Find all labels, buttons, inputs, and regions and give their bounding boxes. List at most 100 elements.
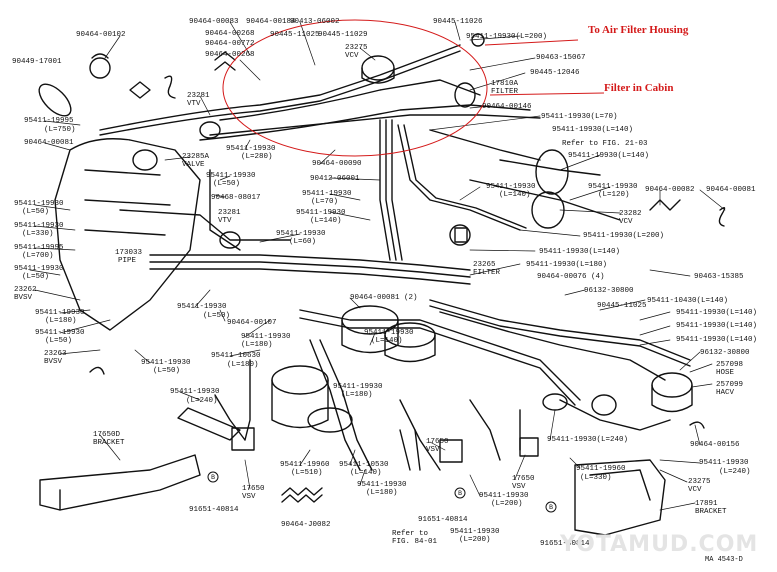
- part-label-p23285A: 23285A: [182, 153, 210, 161]
- part-label-l180b: (L=180): [45, 317, 77, 325]
- part-label-p90464-00076: 90464-00076 (4): [537, 273, 605, 281]
- bracket-left: [39, 454, 201, 511]
- part-label-p95411-19930-200d: 95411-19930: [450, 528, 500, 536]
- part-label-refer84b: FIG. 84-01: [392, 538, 438, 546]
- part-label-p95411-19960-330: 95411-19960: [576, 465, 626, 473]
- part-label-l200d: (L=200): [459, 536, 491, 544]
- part-label-p90464-00090: 90464-00090: [312, 160, 362, 168]
- part-label-p91651-40814c: 91651-40814: [540, 540, 590, 548]
- svg-text:B: B: [549, 504, 553, 511]
- annotation-filter-in-cabin: Filter in Cabin: [604, 82, 674, 94]
- part-label-l240a: (L=240): [186, 397, 218, 405]
- part-label-p23282: 23282: [619, 210, 642, 218]
- part-label-filter2: FILTER: [473, 269, 501, 277]
- part-label-vsv1: VSV: [426, 446, 440, 454]
- part-label-bracket2: BRACKET: [695, 508, 727, 516]
- part-label-l50a: (L=50): [213, 180, 241, 188]
- part-label-bvsv2: BVSV: [44, 358, 63, 366]
- part-label-p95411-19930-140e: 95411-19930(L=140): [539, 248, 621, 256]
- part-label-p95411-19930-140f: 95411-19930(L=140): [676, 309, 758, 317]
- part-label-l510: (L=510): [291, 469, 323, 477]
- part-label-p17810A: 17810A: [491, 80, 519, 88]
- part-label-pipe1: PIPE: [118, 257, 137, 265]
- part-label-p90449-17001: 90449-17001: [12, 58, 62, 66]
- drawing-code: MA 4543-D: [705, 556, 743, 564]
- part-label-vcv3: VCV: [688, 486, 702, 494]
- part-label-p257099: 257099: [716, 381, 744, 389]
- part-label-p90464-00146: 90464-00146: [482, 103, 532, 111]
- part-label-l60: (L=60): [289, 238, 317, 246]
- part-label-p95411-19930-140a: 95411-19930(L=140): [552, 126, 634, 134]
- engine-block-left: [54, 138, 201, 331]
- part-label-p23281b: 23281: [218, 209, 241, 217]
- part-label-l50d: (L=50): [203, 312, 231, 320]
- part-label-p90464-J0082: 90464-J0082: [281, 521, 331, 529]
- highlight-ellipse: [222, 19, 488, 157]
- part-label-p95411-19930-180f: 95411-19930: [357, 481, 407, 489]
- part-label-l180f: (L=180): [366, 489, 398, 497]
- part-label-l70b: (L=70): [311, 198, 339, 206]
- svg-text:B: B: [211, 474, 215, 481]
- part-label-p23275b: 23275: [688, 478, 711, 486]
- bracket-right: [574, 459, 666, 536]
- part-label-p95411-19930-140i: 95411-19930(L=140): [676, 336, 758, 344]
- part-label-p96132-30800a: 96132-30800: [584, 287, 634, 295]
- part-label-p95411-10530: 95411-10530: [339, 461, 389, 469]
- watermark: YOTAMUD.COM: [560, 532, 759, 557]
- part-label-p95411-19930-140b: 95411-19930(L=140): [568, 152, 650, 160]
- part-label-p95411-10630: 95411-10630: [211, 352, 261, 360]
- part-label-p95411-19930-280: 95411-19930: [226, 145, 276, 153]
- part-label-p90445-11025a: 90445-11025: [270, 31, 320, 39]
- vsv-left: [177, 407, 241, 441]
- part-label-p95411-19930-70b: 95411-19930: [302, 190, 352, 198]
- part-label-p23263: 23263: [44, 350, 67, 358]
- part-label-p95411-19930-50f: 95411-19930: [141, 359, 191, 367]
- filter-cylinder: [38, 83, 72, 117]
- vacuum-chamber-c: [271, 365, 329, 395]
- part-label-vtv2: VTV: [218, 217, 232, 225]
- part-label-l50f: (L=50): [153, 367, 181, 375]
- part-label-p95411-19930-180c: 95411-19930: [241, 333, 291, 341]
- part-label-p90464-00772: 90464-00772: [205, 40, 255, 48]
- part-label-p95411-19930-180e: 95411-19930: [333, 383, 383, 391]
- part-label-p95411-19930-180a: 95411-19930(L=180): [526, 261, 608, 269]
- hacv: [651, 372, 693, 398]
- part-label-l50e: (L=50): [45, 337, 73, 345]
- part-label-vsv2: VSV: [512, 483, 526, 491]
- part-label-p90468-08017: 90468-08017: [211, 194, 261, 202]
- part-label-p95411-19930-200a: 95411-19930(L=200): [466, 33, 548, 41]
- part-label-p17650b: 17650: [512, 475, 535, 483]
- part-label-l700: (L=700): [22, 252, 54, 260]
- part-label-p95411-19930-200c: 95411-19930: [479, 492, 529, 500]
- part-label-l240c: (L=240): [719, 468, 751, 476]
- part-label-p95411-19930-140h: 95411-19930: [364, 329, 414, 337]
- part-label-l50c: (L=50): [22, 273, 50, 281]
- part-label-l180d: (L=180): [227, 361, 259, 369]
- part-label-p95411-19930-140c: 95411-19930: [486, 183, 536, 191]
- part-label-p95411-19930-240b: 95411-19930(L=240): [547, 436, 629, 444]
- part-label-l140h: (L=140): [371, 337, 403, 345]
- part-label-p95411-19930-50c: 95411-19930: [14, 265, 64, 273]
- part-label-hose1: HOSE: [716, 369, 735, 377]
- part-label-p23275a: 23275: [345, 44, 368, 52]
- part-label-p90463-15067: 90463-15067: [536, 54, 586, 62]
- part-label-l140j: (L=140): [350, 469, 382, 477]
- part-label-vcv1: VCV: [345, 52, 359, 60]
- upper-hose-bundle: [99, 44, 461, 131]
- part-label-p95411-19960-510: 95411-19960: [280, 461, 330, 469]
- part-label-p90445-11029: 90445-11029: [318, 31, 368, 39]
- part-label-p23281a: 23281: [187, 92, 210, 100]
- part-label-p95411-19930-50e: 95411-19930: [35, 329, 85, 337]
- part-label-p90464-00081a: 90464-00081: [24, 139, 74, 147]
- part-label-p95411-10430-140: 95411-10430(L=140): [647, 297, 729, 305]
- pointer-cabin-filter: [489, 92, 605, 96]
- part-label-p23265: 23265: [473, 261, 496, 269]
- part-label-p90464-00102: 90464-00102: [76, 31, 126, 39]
- part-label-bracket1: BRACKET: [93, 439, 125, 447]
- part-label-p95411-19930-120: 95411-19930: [588, 183, 638, 191]
- part-label-l280: (L=280): [241, 153, 273, 161]
- part-label-p90464-00156: 90464-00156: [690, 441, 740, 449]
- part-label-l120: (L=120): [598, 191, 630, 199]
- part-label-hacv1: HACV: [716, 389, 735, 397]
